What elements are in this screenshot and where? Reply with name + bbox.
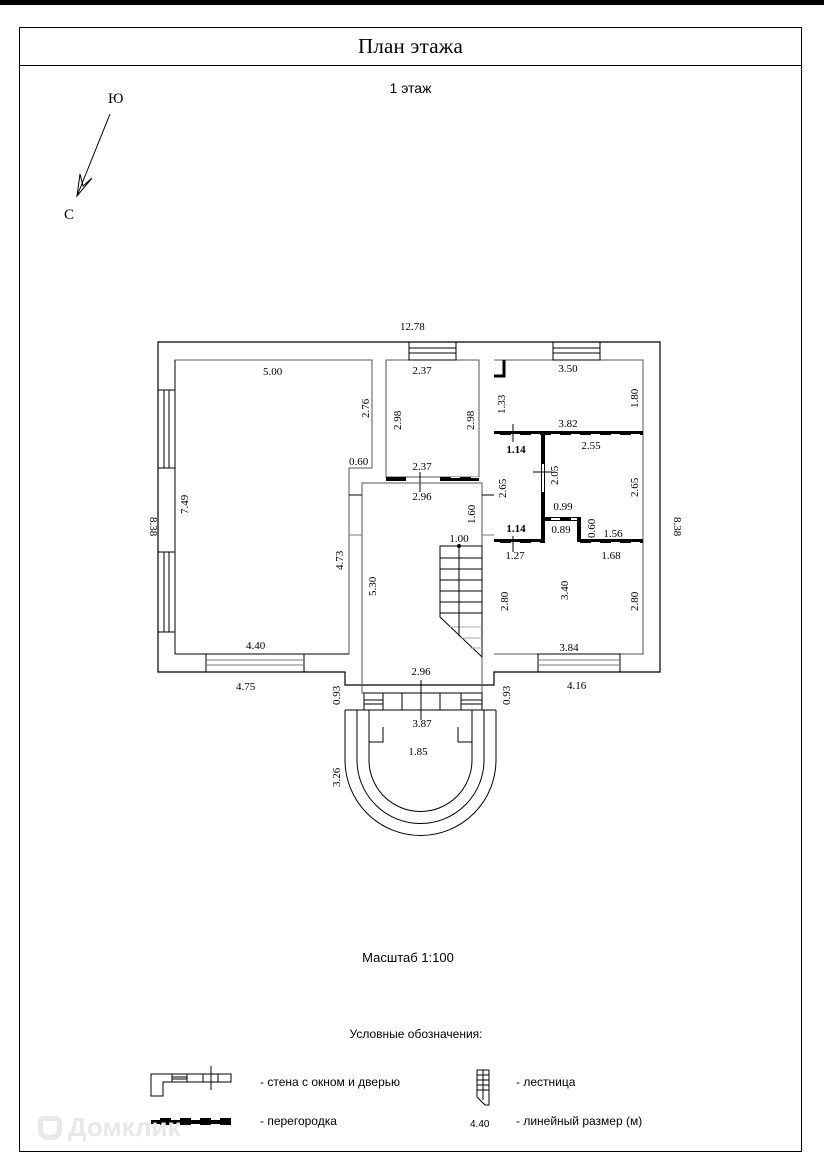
- dim-living-right-lower: 4.73: [334, 550, 346, 570]
- title-row: План этажа: [20, 28, 801, 66]
- dim-hall-right-upper: 1.60: [466, 504, 478, 524]
- dim-top-right-bottom: 3.82: [558, 418, 577, 430]
- dim-hall-left: 5.30: [367, 576, 379, 596]
- dim-porch-right-offset: 0.93: [501, 685, 513, 705]
- partition-icon: [151, 1118, 231, 1125]
- dim-br-right: 2.80: [629, 591, 641, 611]
- dim-corridor-door: 2.05: [549, 465, 561, 485]
- legend-title: Условные обозначения:: [350, 1027, 483, 1041]
- dim-living-top: 5.00: [263, 366, 283, 378]
- dim-overall-right: 8.38: [671, 517, 683, 537]
- dimensions: 12.78 8.38 8.38 4.75 4.16 0.93 0.93 3.26…: [147, 321, 683, 787]
- stair-icon: [476, 1069, 490, 1106]
- dim-br-bottom: 3.84: [559, 642, 579, 654]
- wall-window-door-icon: [150, 1066, 232, 1097]
- dim-corridor-bottom: 1.14: [506, 523, 526, 535]
- floor-label: 1 этаж: [389, 80, 432, 96]
- dim-living-bottom: 4.40: [246, 640, 266, 652]
- partition-top-middle: [386, 472, 479, 492]
- legend-dimension-sample: 4.40: [470, 1119, 490, 1130]
- compass-south-label: Ю: [108, 91, 123, 107]
- house-logo-icon: [38, 1115, 62, 1140]
- dim-top-middle-top: 2.37: [412, 365, 432, 377]
- dim-br-top-left: 1.27: [505, 550, 525, 562]
- watermark: Домклик: [38, 1112, 180, 1143]
- dim-living-notch: 0.60: [349, 456, 369, 468]
- dim-bottom-left: 4.75: [236, 681, 256, 693]
- room-top-right: [494, 341, 644, 655]
- dim-br-left: 2.80: [499, 591, 511, 611]
- page-title: План этажа: [357, 34, 464, 58]
- legend-dimension-label: - линейный размер (м): [516, 1114, 642, 1128]
- dim-bottom-right: 4.16: [567, 680, 587, 692]
- room-living: [174, 359, 373, 655]
- dim-top-right-top: 3.50: [558, 363, 578, 375]
- top-bar: [0, 0, 824, 5]
- dim-hall-bottom: 2.96: [411, 666, 431, 678]
- dim-bath-notch-side: 0.60: [586, 518, 598, 538]
- outer-walls: [157, 341, 661, 686]
- dim-br-top-right: 1.68: [601, 550, 621, 562]
- watermark-text: Домклик: [68, 1112, 181, 1142]
- dim-corridor-left: 2.65: [497, 478, 509, 498]
- legend-stair-label: - лестница: [516, 1075, 576, 1089]
- dim-porch-left-offset: 0.93: [331, 685, 343, 705]
- dim-hall-top: 2.96: [412, 491, 432, 503]
- legend-partition-label: - перегородка: [260, 1114, 337, 1128]
- dim-bath-right: 2.65: [629, 477, 641, 497]
- entrance-door: [363, 680, 483, 720]
- legend-wall-label: - стена с окном и дверью: [260, 1075, 400, 1089]
- dim-br-middle: 3.40: [559, 580, 571, 600]
- dim-stair-width: 1.00: [449, 533, 469, 545]
- dim-porch-inner: 1.85: [408, 746, 428, 758]
- north-arrow-icon: [76, 113, 111, 198]
- dim-bath-bottom: 1.56: [603, 528, 623, 540]
- dim-overall-top: 12.78: [400, 321, 425, 333]
- dim-bath-notch-top: 0.99: [553, 501, 573, 513]
- window-left: [157, 389, 176, 633]
- compass-north-label: С: [64, 207, 74, 223]
- porch: [344, 709, 497, 836]
- dim-living-left: 7.49: [179, 494, 191, 514]
- window-bottom-right: [537, 653, 621, 673]
- scale-label: Масштаб 1:100: [362, 950, 454, 965]
- dim-overall-left: 8.38: [147, 517, 159, 537]
- dim-living-right-upper: 2.76: [360, 398, 372, 418]
- dim-porch-depth: 3.26: [331, 767, 343, 787]
- dim-porch-width: 3.87: [412, 718, 432, 730]
- stair: [439, 544, 483, 659]
- dim-top-middle-bottom: 2.37: [412, 461, 432, 473]
- dim-top-right-right: 1.80: [629, 388, 641, 408]
- dim-top-middle-right: 2.98: [465, 410, 477, 430]
- window-bottom-left: [205, 653, 305, 673]
- drawing-frame: План этажа 1 этаж: [19, 27, 802, 1152]
- dim-corridor-top: 1.14: [506, 444, 526, 456]
- dim-top-middle-left: 2.98: [392, 410, 404, 430]
- dim-top-right-left: 1.33: [496, 394, 508, 414]
- dim-bath-top: 2.55: [581, 440, 601, 452]
- dim-bath-notch-bottom: 0.89: [551, 524, 571, 536]
- partitions-right: [494, 424, 643, 552]
- room-top-middle: [385, 341, 480, 478]
